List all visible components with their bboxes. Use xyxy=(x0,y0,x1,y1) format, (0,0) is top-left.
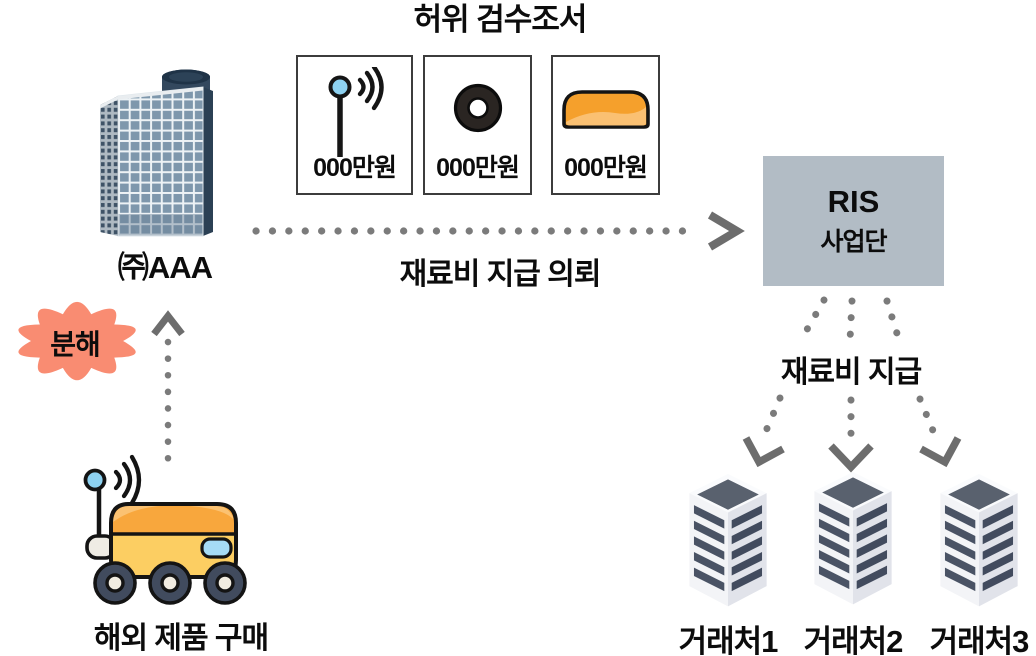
burst-shape xyxy=(18,301,136,381)
invoice-amount: 000만원 xyxy=(313,154,397,182)
invoice-card-antenna: 000만원 xyxy=(296,55,413,195)
cover-part-icon xyxy=(560,88,652,130)
payment-arrows-label: 재료비 지급 xyxy=(780,356,922,389)
rover-wheels xyxy=(93,561,247,605)
burst-label: 분해 xyxy=(50,329,101,360)
ris-org-box: RIS 사업단 xyxy=(763,156,944,286)
request-arrow-label: 재료비 지급 의뢰 xyxy=(399,258,602,291)
antenna-icon xyxy=(315,67,395,161)
vendor-name-3: 거래처3 xyxy=(929,624,1030,656)
vendor-name-2: 거래처2 xyxy=(803,624,904,656)
diagram-title: 허위 검수조서 xyxy=(413,2,588,37)
rover-illustration xyxy=(83,454,247,605)
vendor-building xyxy=(940,473,1018,607)
vendor-name-1: 거래처1 xyxy=(678,624,779,656)
vendor-building xyxy=(814,471,892,605)
invoice-card-cover: 000만원 xyxy=(551,55,660,195)
ris-org-name: 사업단 xyxy=(820,228,887,256)
company-building-illustration xyxy=(100,69,213,237)
purchase-arrow xyxy=(151,310,185,478)
ris-acronym: RIS xyxy=(827,184,880,219)
invoice-amount: 000만원 xyxy=(564,154,648,182)
request-arrow xyxy=(252,211,745,251)
invoice-card-ring: 000만원 xyxy=(423,55,532,195)
company-name: ㈜AAA xyxy=(117,250,213,285)
invoice-amount: 000만원 xyxy=(436,154,520,182)
ring-part-icon xyxy=(446,81,510,137)
purchase-label: 해외 제품 구매 xyxy=(93,622,269,655)
vendor-building xyxy=(689,473,767,607)
vendor-buildings-illustration xyxy=(689,471,1018,607)
payment-arrows xyxy=(742,296,962,473)
